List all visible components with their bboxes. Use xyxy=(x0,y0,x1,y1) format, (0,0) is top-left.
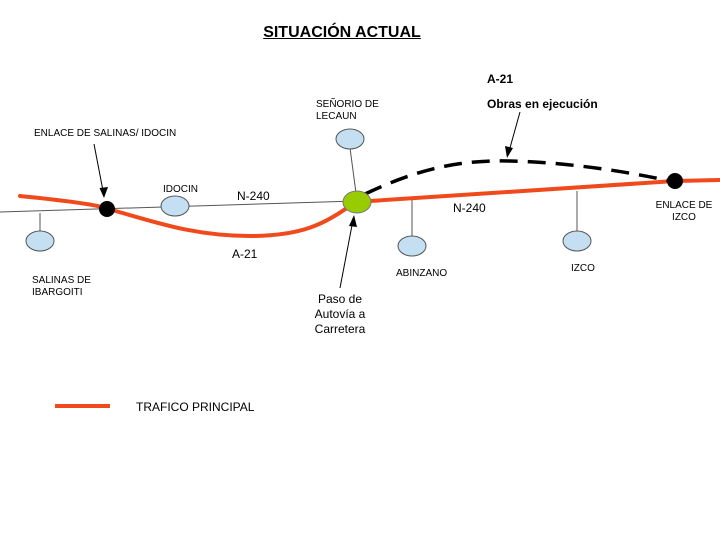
node-izco xyxy=(562,230,592,252)
arrow-transition xyxy=(339,219,354,289)
label-salinas-de-ibargoiti: SALINAS DE IBARGOITI xyxy=(32,275,91,299)
label-salinas-line1: SALINAS DE xyxy=(32,275,91,286)
label-a21: A-21 xyxy=(232,247,258,261)
arrow-enlace-salinas xyxy=(93,143,105,197)
label-n240-right: N-240 xyxy=(453,201,486,215)
label-senorio-line1: SEÑORIO DE xyxy=(316,99,379,110)
main-traffic-route xyxy=(18,178,720,239)
arrow-enlace-salinas-head xyxy=(99,187,108,198)
a21-works-dashed-route xyxy=(364,159,671,196)
node-idocin xyxy=(160,195,190,217)
label-senorio-de-lecaun: SEÑORIO DE LECAUN xyxy=(316,99,379,123)
arrow-transition-head xyxy=(349,215,357,227)
transition-note-line2: Autovía a xyxy=(314,307,366,321)
label-senorio-line2: LECAUN xyxy=(316,111,357,122)
label-salinas-line2: IBARGOITI xyxy=(32,287,83,298)
junction-enlace-de-izco xyxy=(667,173,683,189)
stem-lecaun xyxy=(349,147,357,194)
junction-transition-node xyxy=(342,190,372,214)
label-abinzano: ABINZANO xyxy=(396,268,448,279)
junction-enlace-salinas-idocin xyxy=(99,201,115,217)
label-enlace-de-izco: ENLACE DE IZCO xyxy=(652,200,716,224)
label-n240-left: N-240 xyxy=(237,189,270,203)
node-abinzano xyxy=(397,235,427,257)
page-title: SITUACIÓN ACTUAL xyxy=(263,24,421,41)
node-senorio-de-lecaun xyxy=(335,128,365,150)
label-enlace-izco-line2: IZCO xyxy=(672,212,696,223)
transition-note-line1: Paso de xyxy=(317,292,363,306)
label-enlace-salinas-idocin: ENLACE DE SALINAS/ IDOCIN xyxy=(34,128,177,139)
label-transition-note: Paso de Autovía a Carretera xyxy=(300,292,380,337)
a21-works-road-label: A-21 xyxy=(487,72,514,86)
node-salinas-de-ibargoiti xyxy=(25,230,55,252)
legend-main-traffic-label: TRAFICO PRINCIPAL xyxy=(136,400,255,414)
label-idocin: IDOCIN xyxy=(163,184,198,195)
label-enlace-izco-line1: ENLACE DE xyxy=(655,200,713,211)
transition-note-line3: Carretera xyxy=(314,322,366,336)
label-izco: IZCO xyxy=(571,263,595,274)
arrow-a21-works-head xyxy=(505,146,513,158)
a21-works-status-label: Obras en ejecución xyxy=(487,97,598,111)
